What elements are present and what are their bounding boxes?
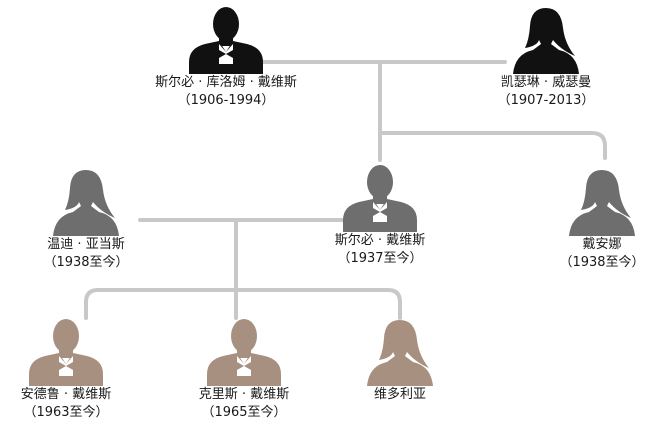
person-name: 克里斯 · 戴维斯 <box>198 387 290 402</box>
person-card-sierbi-davis: 斯尔必 · 戴维斯 （1937至今） <box>290 162 470 268</box>
person-card-kaiselin-weiseman: 凯瑟琳 · 威瑟曼 （1907-2013） <box>456 4 636 110</box>
person-name: 温迪 · 亚当斯 <box>47 237 125 252</box>
person-years: （1938至今） <box>559 255 645 270</box>
person-name: 维多利亚 <box>373 387 426 402</box>
connector-gen3-bracket <box>84 288 402 320</box>
woman-silhouette-icon <box>53 170 119 236</box>
person-years: （1907-2013） <box>497 93 595 108</box>
man-silhouette-icon <box>189 7 263 74</box>
man-silhouette-icon <box>29 319 103 386</box>
person-card-andelu-davis: 安德鲁 · 戴维斯 （1963至今） <box>0 316 156 422</box>
woman-silhouette-icon <box>367 320 433 386</box>
person-name: 凯瑟琳 · 威瑟曼 <box>500 75 592 90</box>
man-silhouette-icon <box>207 319 281 386</box>
man-silhouette-icon <box>343 165 417 232</box>
person-years: （1937至今） <box>337 251 423 266</box>
connector-gen2-bracket <box>378 131 607 160</box>
person-card-wendi-adams: 温迪 · 亚当斯 （1938至今） <box>0 166 176 272</box>
person-name: 斯尔必 · 库洛姆 · 戴维斯 <box>155 75 297 90</box>
person-years: （1963至今） <box>23 405 109 420</box>
person-years: （1938至今） <box>43 255 129 270</box>
person-card-diana: 戴安娜 （1938至今） <box>512 166 656 272</box>
person-name: 戴安娜 <box>582 237 622 252</box>
person-card-victoria: 维多利亚 <box>310 316 490 404</box>
person-card-sierbi-kuluomu-davis: 斯尔必 · 库洛姆 · 戴维斯 （1906-1994） <box>136 4 316 110</box>
person-years: （1965至今） <box>201 405 287 420</box>
person-card-kelisi-davis: 克里斯 · 戴维斯 （1965至今） <box>154 316 334 422</box>
woman-silhouette-icon <box>513 8 579 74</box>
woman-silhouette-icon <box>569 170 635 236</box>
person-years: （1906-1994） <box>177 93 275 108</box>
person-name: 安德鲁 · 戴维斯 <box>20 387 112 402</box>
person-name: 斯尔必 · 戴维斯 <box>334 233 426 248</box>
